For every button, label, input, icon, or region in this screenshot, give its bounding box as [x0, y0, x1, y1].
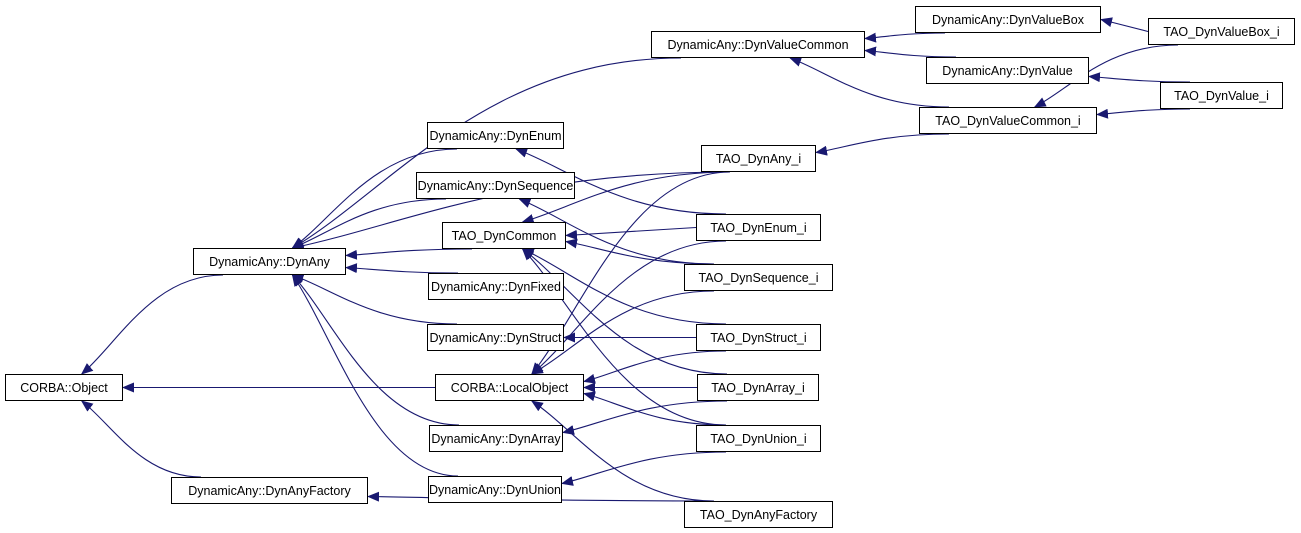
- inheritance-edge-dynvaluebox-to-dynvaluecommon: [864, 32, 946, 43]
- inheritance-edge-tao_dynvaluebox_i-to-dynvaluebox: [1100, 17, 1149, 33]
- inheritance-edge-tao_dynany_i-to-tao_dyncommon: [521, 171, 730, 224]
- node-corba-localobject[interactable]: CORBA::LocalObject: [435, 374, 584, 401]
- node-label: DynamicAny::DynSequence: [417, 178, 574, 193]
- node-label: TAO_DynValueBox_i: [1163, 24, 1280, 39]
- inheritance-edge-tao_dynarray_i-to-dynarray: [562, 400, 728, 435]
- node-label: DynamicAny::DynAny: [209, 254, 330, 269]
- node-tao-dynunion-i[interactable]: TAO_DynUnion_i: [696, 425, 821, 452]
- node-label: DynamicAny::DynValueCommon: [667, 37, 849, 52]
- node-label: DynamicAny::DynValueBox: [932, 12, 1084, 27]
- inheritance-edge-tao_dynanyfactory-to-corba_localobject: [531, 400, 715, 502]
- node-label: CORBA::LocalObject: [450, 380, 569, 395]
- inheritance-edge-tao_dynstruct_i-to-tao_dyncommon: [521, 248, 727, 325]
- inheritance-edge-dynfixed-to-dynany: [345, 263, 459, 274]
- inheritance-edge-tao_dynunion_i-to-tao_dyncommon: [521, 248, 727, 426]
- node-dynanyfactory[interactable]: DynamicAny::DynAnyFactory: [171, 477, 368, 504]
- node-label: TAO_DynSequence_i: [698, 270, 819, 285]
- node-label: DynamicAny::DynArray: [431, 431, 561, 446]
- node-dynany[interactable]: DynamicAny::DynAny: [193, 248, 346, 275]
- node-label: TAO_DynCommon: [451, 228, 557, 243]
- node-label: DynamicAny::DynEnum: [429, 128, 562, 143]
- inheritance-edge-tao_dynenum_i-to-tao_dyncommon: [565, 226, 697, 240]
- inheritance-edge-tao_dynany_i-to-dynany: [291, 171, 730, 251]
- node-tao-dynvalue-i[interactable]: TAO_DynValue_i: [1160, 82, 1283, 109]
- inheritance-edge-dynsequence-to-dynany: [291, 198, 447, 249]
- node-label: TAO_DynAny_i: [715, 151, 802, 166]
- node-label: DynamicAny::DynUnion: [429, 482, 561, 497]
- node-label: TAO_DynStruct_i: [710, 330, 807, 345]
- inheritance-edge-tao_dynenum_i-to-dynenum: [515, 148, 727, 215]
- inheritance-edge-tao_dynvaluebox_i-to-tao_dynvaluecommon_i: [1033, 44, 1179, 108]
- node-label: TAO_DynValueCommon_i: [935, 113, 1081, 128]
- inheritance-edge-dynvalue-to-dynvaluecommon: [864, 46, 957, 58]
- node-label: CORBA::Object: [20, 380, 108, 395]
- inheritance-edge-tao_dynsequence_i-to-dynsequence: [518, 198, 715, 265]
- node-tao-dynstruct-i[interactable]: TAO_DynStruct_i: [696, 324, 821, 351]
- node-label: TAO_DynEnum_i: [710, 220, 807, 235]
- inheritance-edge-tao_dyncommon-to-dynany: [345, 248, 473, 260]
- node-dynvalue[interactable]: DynamicAny::DynValue: [926, 57, 1089, 84]
- inheritance-edge-tao_dynsequence_i-to-tao_dyncommon: [565, 238, 715, 265]
- inheritance-edge-dynarray-to-dynany: [291, 274, 460, 426]
- node-tao-dynsequence-i[interactable]: TAO_DynSequence_i: [684, 264, 833, 291]
- inheritance-edge-tao_dynvaluecommon_i-to-tao_dynany_i: [815, 133, 950, 156]
- inheritance-edge-tao_dynunion_i-to-dynunion: [561, 451, 727, 486]
- node-tao-dynarray-i[interactable]: TAO_DynArray_i: [697, 374, 819, 401]
- node-dynenum[interactable]: DynamicAny::DynEnum: [427, 122, 564, 149]
- inheritance-edge-tao_dynenum_i-to-corba_localobject: [531, 240, 727, 375]
- node-label: TAO_DynArray_i: [711, 380, 805, 395]
- inheritance-edge-dynenum-to-dynany: [291, 148, 458, 249]
- node-dynfixed[interactable]: DynamicAny::DynFixed: [428, 273, 564, 300]
- node-dynstruct[interactable]: DynamicAny::DynStruct: [427, 324, 564, 351]
- node-label: DynamicAny::DynValue: [942, 63, 1073, 78]
- node-label: TAO_DynAnyFactory: [699, 507, 818, 522]
- inheritance-edge-tao_dynvaluecommon_i-to-dynvaluecommon: [789, 57, 950, 108]
- inheritance-edge-tao_dynunion_i-to-corba_localobject: [583, 391, 727, 426]
- inheritance-edge-tao_dynstruct_i-to-corba_localobject: [583, 350, 727, 384]
- node-label: DynamicAny::DynAnyFactory: [188, 483, 351, 498]
- node-tao-dynvaluecommon-i[interactable]: TAO_DynValueCommon_i: [919, 107, 1097, 134]
- node-label: TAO_DynValue_i: [1174, 88, 1269, 103]
- node-dynvaluecommon[interactable]: DynamicAny::DynValueCommon: [651, 31, 865, 58]
- node-label: DynamicAny::DynFixed: [431, 279, 561, 294]
- node-label: TAO_DynUnion_i: [710, 431, 807, 446]
- inheritance-edge-tao_dynsequence_i-to-corba_localobject: [530, 290, 715, 375]
- node-dynarray[interactable]: DynamicAny::DynArray: [429, 425, 563, 452]
- node-dynsequence[interactable]: DynamicAny::DynSequence: [416, 172, 575, 199]
- node-corba-object[interactable]: CORBA::Object: [5, 374, 123, 401]
- inheritance-edge-tao_dynvalue_i-to-dynvalue: [1088, 72, 1191, 83]
- inheritance-edge-dynunion-to-dynany: [291, 274, 459, 477]
- inheritance-edge-dynanyfactory-to-corba_object: [80, 400, 202, 478]
- node-tao-dynvaluebox-i[interactable]: TAO_DynValueBox_i: [1148, 18, 1295, 45]
- node-dynvaluebox[interactable]: DynamicAny::DynValueBox: [915, 6, 1101, 33]
- node-dynunion[interactable]: DynamicAny::DynUnion: [428, 476, 562, 503]
- node-tao-dynanyfactory[interactable]: TAO_DynAnyFactory: [684, 501, 833, 528]
- node-tao-dynany-i[interactable]: TAO_DynAny_i: [701, 145, 816, 172]
- node-label: DynamicAny::DynStruct: [429, 330, 562, 345]
- inheritance-edge-dynany-to-corba_object: [80, 274, 224, 375]
- inheritance-edge-tao_dynarray_i-to-tao_dyncommon: [521, 248, 728, 375]
- inheritance-edge-tao_dynvalue_i-to-tao_dynvaluecommon_i: [1096, 108, 1191, 119]
- inheritance-edge-dynstruct-to-dynany: [291, 273, 458, 325]
- node-tao-dynenum-i[interactable]: TAO_DynEnum_i: [696, 214, 821, 241]
- node-tao-dyncommon[interactable]: TAO_DynCommon: [442, 222, 566, 249]
